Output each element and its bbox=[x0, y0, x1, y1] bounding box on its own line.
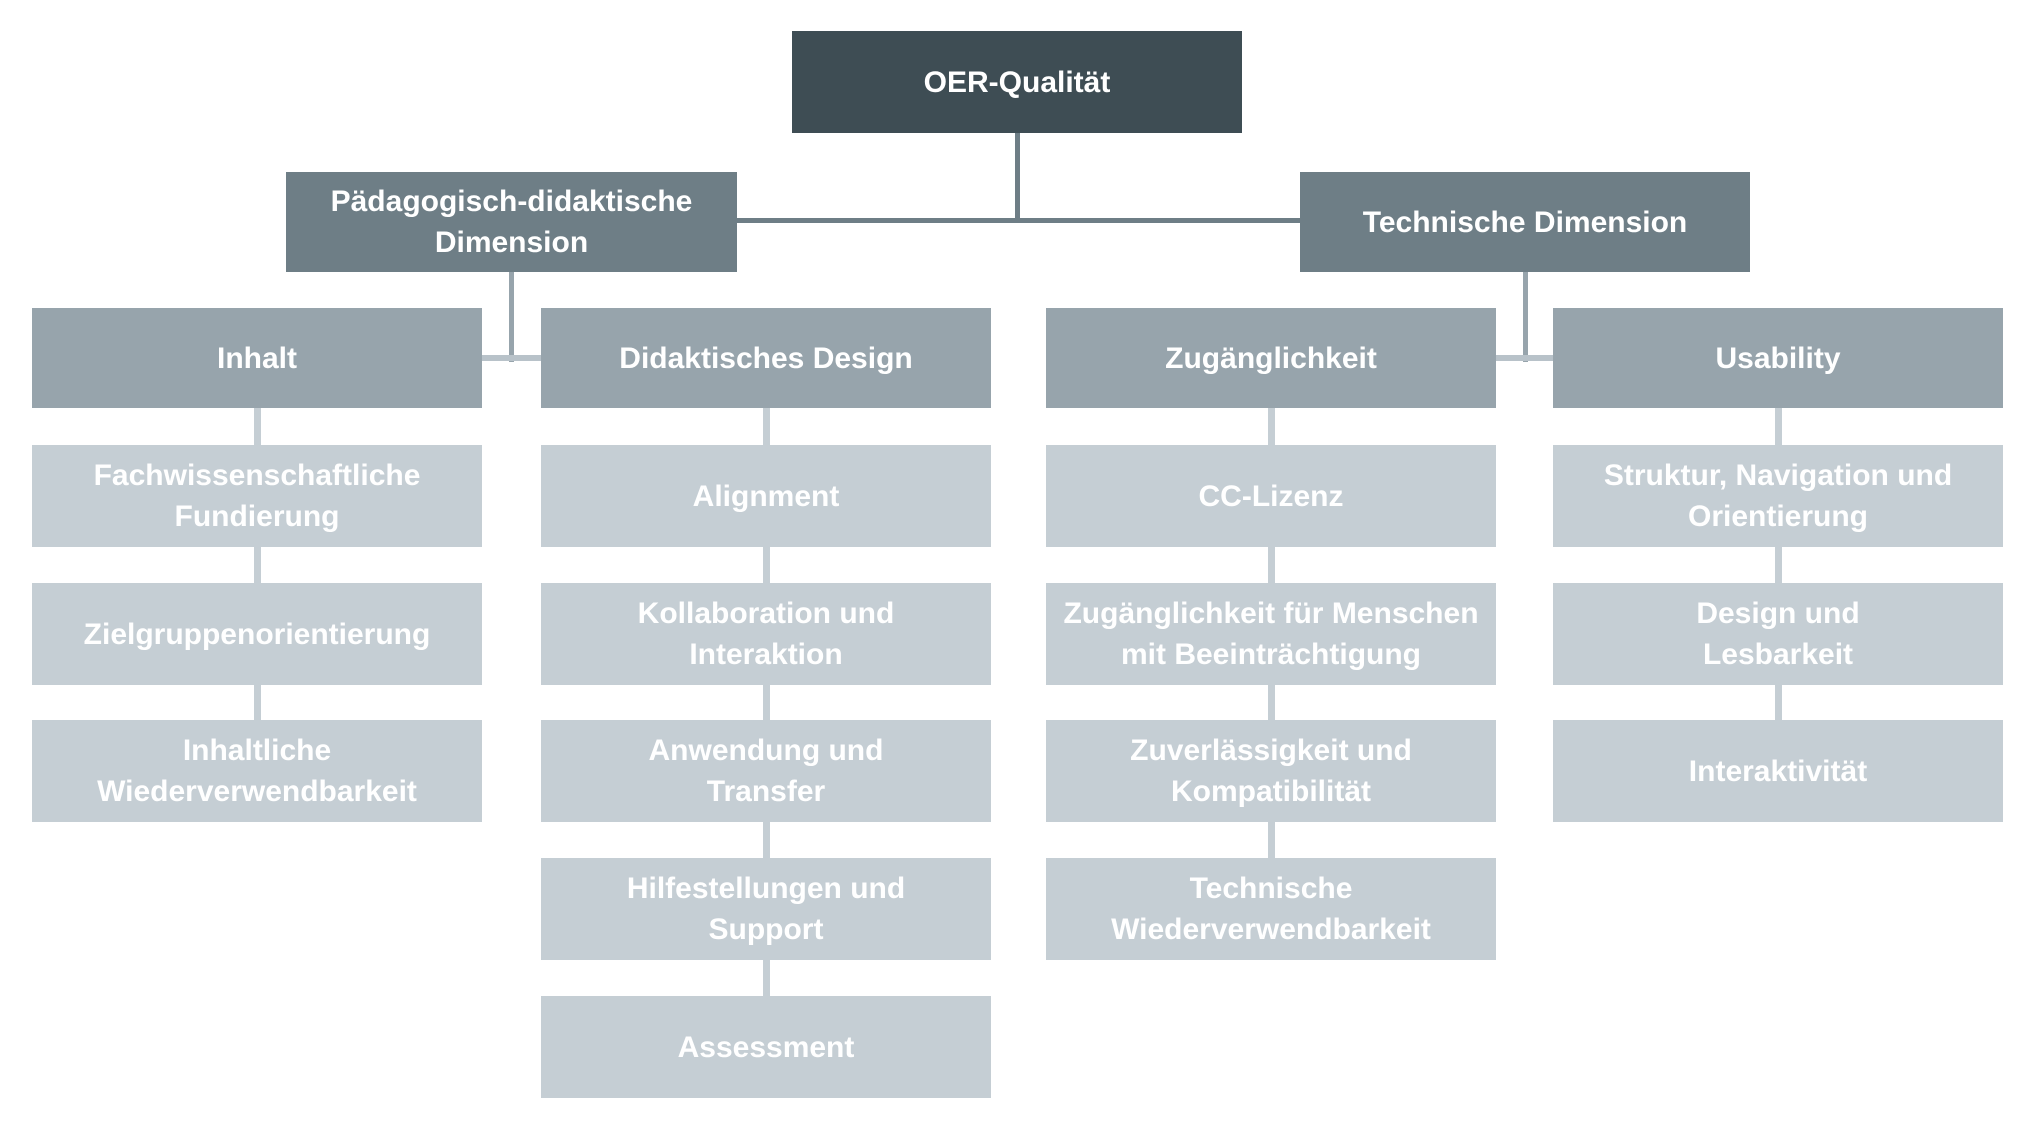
node-fachwissenschaftliche-fundierung: Fachwissenschaftliche Fundierung bbox=[32, 445, 482, 547]
connector-join-right bbox=[1496, 355, 1553, 361]
node-paedagogisch-didaktische-dimension: Pädagogisch-didaktische Dimension bbox=[286, 172, 737, 272]
connector-column-didaktisches bbox=[763, 408, 770, 998]
node-inhaltliche-wiederverwendbarkeit: Inhaltliche Wiederverwendbarkeit bbox=[32, 720, 482, 822]
connector-join-left bbox=[482, 355, 541, 361]
node-zielgruppenorientierung: Zielgruppenorientierung bbox=[32, 583, 482, 685]
node-zugaenglichkeit: Zugänglichkeit bbox=[1046, 308, 1496, 408]
node-assessment: Assessment bbox=[541, 996, 991, 1098]
node-zuverlaessigkeit-und-kompatibilitaet: Zuverlässigkeit und Kompatibilität bbox=[1046, 720, 1496, 822]
node-technische-dimension: Technische Dimension bbox=[1300, 172, 1750, 272]
node-didaktisches-design: Didaktisches Design bbox=[541, 308, 991, 408]
node-hilfestellungen-und-support: Hilfestellungen und Support bbox=[541, 858, 991, 960]
node-oer-qualitaet: OER-Qualität bbox=[792, 31, 1242, 133]
node-cc-lizenz: CC-Lizenz bbox=[1046, 445, 1496, 547]
node-technische-wiederverwendbarkeit: Technische Wiederverwendbarkeit bbox=[1046, 858, 1496, 960]
connector-root-crossbar bbox=[737, 218, 1300, 223]
node-inhalt: Inhalt bbox=[32, 308, 482, 408]
connector-technisch-stem bbox=[1523, 272, 1528, 362]
node-anwendung-und-transfer: Anwendung und Transfer bbox=[541, 720, 991, 822]
node-struktur-navigation-und-orientierung: Struktur, Navigation und Orientierung bbox=[1553, 445, 2003, 547]
connector-column-usability bbox=[1775, 408, 1782, 722]
connector-root-stem bbox=[1015, 133, 1020, 222]
node-zugaenglichkeit-fuer-menschen-mit-beeintraechtigung: Zugänglichkeit für Menschen mit Beeinträ… bbox=[1046, 583, 1496, 685]
connector-paedagogisch-stem bbox=[509, 272, 514, 362]
node-usability: Usability bbox=[1553, 308, 2003, 408]
node-alignment: Alignment bbox=[541, 445, 991, 547]
connector-column-inhalt bbox=[254, 408, 261, 722]
node-kollaboration-und-interaktion: Kollaboration und Interaktion bbox=[541, 583, 991, 685]
node-interaktivitaet: Interaktivität bbox=[1553, 720, 2003, 822]
node-design-und-lesbarkeit: Design und Lesbarkeit bbox=[1553, 583, 2003, 685]
